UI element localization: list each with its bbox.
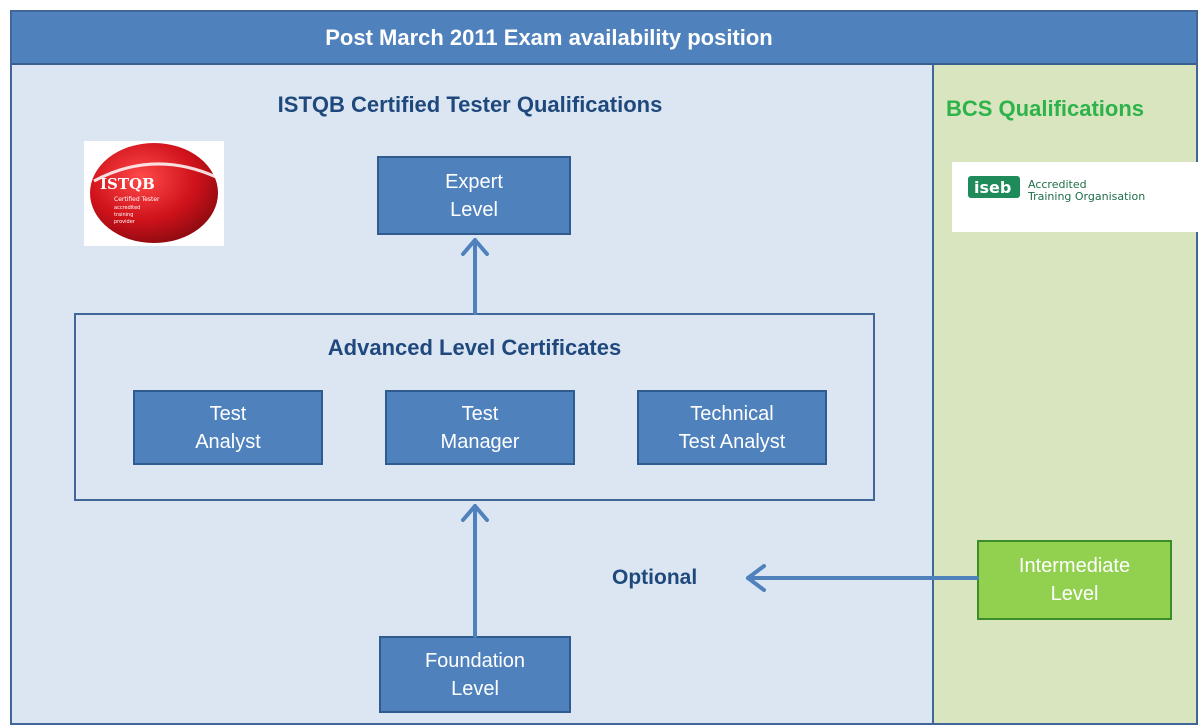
istqb-logo: ISTQB Certified Tester accredited traini… — [84, 141, 224, 246]
istqb-title: ISTQB Certified Tester Qualifications — [277, 92, 663, 117]
istqb-logo-sub3: training — [114, 212, 133, 218]
iseb-logo-mark: iseb — [974, 178, 1011, 197]
foundation-level-line2: Level — [451, 677, 499, 700]
istqb-logo-sub4: provider — [114, 219, 136, 225]
header-bar: Post March 2011 Exam availability positi… — [12, 12, 1196, 65]
header-title: Post March 2011 Exam availability positi… — [325, 24, 773, 50]
intermediate-level-box: Intermediate Level — [977, 540, 1172, 620]
test-manager-box: Test Manager — [385, 390, 575, 465]
istqb-logo-text: ISTQB — [100, 175, 155, 193]
intermediate-level-line2: Level — [1050, 583, 1099, 605]
foundation-level-box: Foundation Level — [379, 636, 571, 713]
expert-level-line1: Expert — [445, 170, 503, 193]
istqb-logo-sub2: accredited — [114, 205, 140, 211]
expert-level-line2: Level — [450, 198, 498, 221]
test-manager-line1: Test — [461, 402, 499, 425]
iseb-logo: iseb Accredited Training Organisation — [952, 162, 1198, 232]
test-manager-line2: Manager — [440, 430, 520, 453]
technical-test-analyst-box: Technical Test Analyst — [637, 390, 827, 465]
technical-test-analyst-line2: Test Analyst — [678, 430, 786, 453]
istqb-logo-sub1: Certified Tester — [114, 196, 160, 203]
expert-level-box: Expert Level — [377, 156, 571, 235]
advanced-level-title: Advanced Level Certificates — [327, 335, 622, 360]
technical-test-analyst-line1: Technical — [690, 402, 774, 425]
test-analyst-box: Test Analyst — [133, 390, 323, 465]
iseb-logo-line1: Accredited — [1028, 178, 1087, 191]
test-analyst-line2: Analyst — [195, 430, 261, 453]
bcs-title: BCS Qualifications — [946, 96, 1145, 121]
foundation-level-line1: Foundation — [424, 649, 526, 672]
intermediate-level-line1: Intermediate — [1018, 555, 1131, 577]
optional-label: Optional — [612, 566, 698, 589]
iseb-logo-line2: Training Organisation — [1027, 190, 1145, 203]
test-analyst-line1: Test — [209, 402, 247, 425]
